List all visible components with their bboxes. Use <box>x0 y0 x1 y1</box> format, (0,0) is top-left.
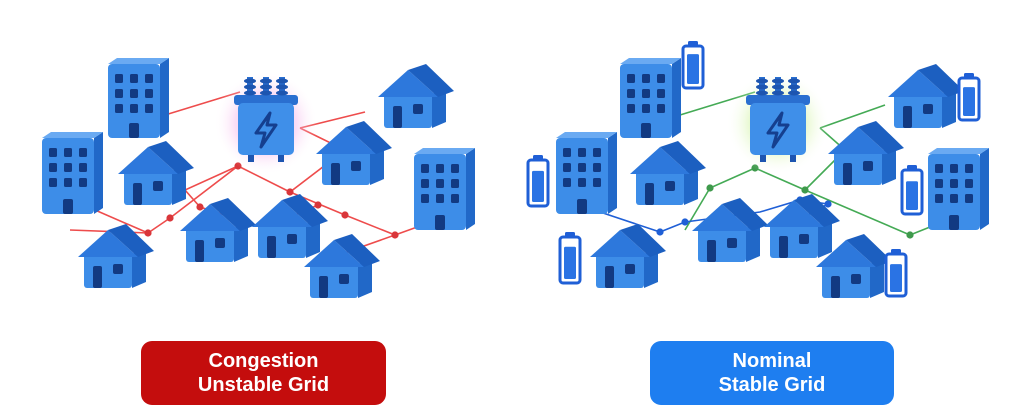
unstable-grid-label: Congestion Unstable Grid <box>141 341 386 405</box>
grid-node-1 <box>286 188 294 196</box>
grid-node-blue-0 <box>656 228 664 236</box>
grid-node-blue-3 <box>824 200 832 208</box>
house-icon <box>590 224 666 288</box>
transformer-stable-icon <box>726 71 830 175</box>
grid-line-3 <box>94 209 149 234</box>
battery-icon <box>957 73 981 122</box>
grid-node-blue-1 <box>681 218 689 226</box>
grid-line-green-1 <box>819 104 886 129</box>
grid-node-green-3 <box>906 231 914 239</box>
unstable-label-line2: Unstable Grid <box>197 374 330 396</box>
house-icon <box>304 234 380 298</box>
office-building-icon <box>414 148 475 230</box>
house-icon <box>252 194 328 258</box>
house-icon <box>888 64 964 128</box>
grid-node-4 <box>341 211 349 219</box>
house-icon <box>180 198 256 262</box>
grid-node-7 <box>196 203 204 211</box>
stable-label-line2: Stable Grid <box>718 374 826 396</box>
grid-objects <box>42 41 989 298</box>
office-building-icon <box>620 58 681 138</box>
office-building-icon <box>108 58 169 138</box>
transformer-unstable-icon <box>214 71 318 175</box>
house-icon <box>316 121 392 185</box>
lightning-bolt-icon <box>254 111 278 149</box>
grid-node-3 <box>144 229 152 237</box>
battery-icon <box>681 41 705 90</box>
house-icon <box>828 121 904 185</box>
house-icon <box>630 141 706 205</box>
lightning-bolt-icon <box>766 111 790 149</box>
battery-icon <box>558 232 582 285</box>
battery-icon <box>900 165 924 216</box>
grid-node-2 <box>166 214 174 222</box>
grid-node-5 <box>391 231 399 239</box>
office-building-icon <box>928 148 989 230</box>
house-icon <box>692 198 768 262</box>
house-icon <box>816 234 892 298</box>
office-building-icon <box>42 132 103 214</box>
house-icon <box>764 194 840 258</box>
grid-node-green-2 <box>706 184 714 192</box>
grid-node-green-1 <box>801 186 809 194</box>
unstable-label-line1: Congestion <box>208 350 319 372</box>
house-icon <box>78 224 154 288</box>
battery-icon <box>884 249 908 298</box>
stable-grid-label: Nominal Stable Grid <box>650 341 894 405</box>
office-building-icon <box>556 132 617 214</box>
house-icon <box>378 64 454 128</box>
house-icon <box>118 141 194 205</box>
stable-label-line1: Nominal <box>732 350 812 372</box>
grid-node-6 <box>314 201 322 209</box>
battery-icon <box>526 155 550 208</box>
